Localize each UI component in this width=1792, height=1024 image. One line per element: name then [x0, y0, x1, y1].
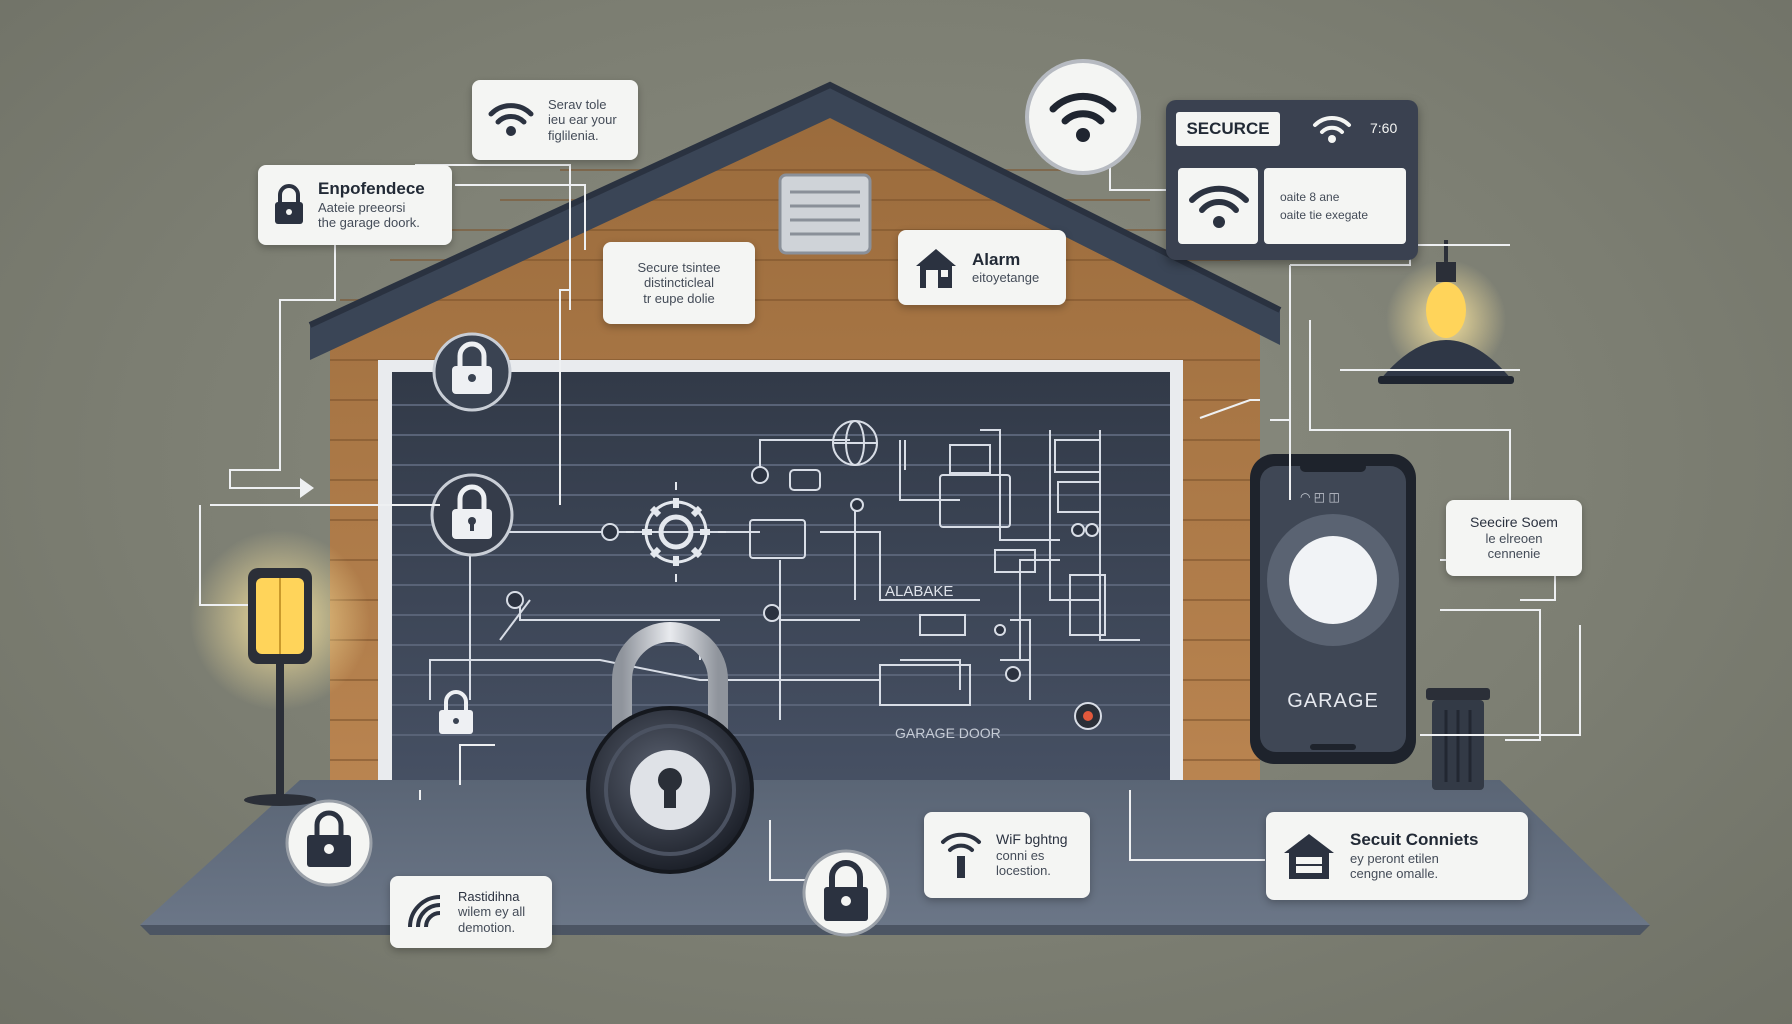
wifi-lighting-card: WiF bghtng conni es locestion.	[924, 812, 1090, 898]
circuit-node	[1071, 523, 1085, 537]
circuit-node	[1085, 523, 1099, 537]
card-text: eitoyetange	[972, 269, 1040, 285]
card-text: le elreoen	[1485, 530, 1543, 546]
card-text: conni es	[996, 847, 1045, 863]
card-title: Secuit Conniets	[1350, 830, 1479, 850]
card-title: WiF bghtng	[996, 831, 1068, 847]
circuit-node	[850, 498, 864, 512]
wifi-icon	[1313, 115, 1351, 143]
card-text: locestion.	[996, 863, 1051, 879]
wifi-tile	[1178, 168, 1258, 244]
circuit-device	[789, 469, 821, 491]
card-text: cengne omalle.	[1350, 866, 1439, 882]
trash-can-icon	[1426, 688, 1490, 790]
card-text: Rastidihna	[458, 888, 520, 904]
circuit-device	[749, 519, 806, 559]
circuit-device	[1057, 481, 1101, 513]
signal-icon	[408, 895, 441, 928]
house-icon	[916, 248, 956, 288]
circuit-node	[1005, 666, 1021, 682]
card-text: wilem ey all	[458, 904, 526, 920]
lamp-icon	[1378, 240, 1514, 384]
card-text: oaite 8 ane	[1280, 190, 1340, 204]
wifi-icon	[941, 832, 981, 878]
wifi-icon	[1025, 59, 1141, 175]
circuit-node	[601, 523, 619, 541]
card-title: Alarm	[972, 249, 1021, 269]
secure-info-tile: oaite 8 ane oaite tie exegate	[1264, 168, 1406, 244]
roof	[310, 85, 1280, 360]
lock-icon	[432, 332, 512, 412]
card-text: Serav tole	[548, 96, 607, 112]
gear-icon	[626, 482, 726, 582]
phone-garage-label: GARAGE	[1287, 690, 1379, 712]
detection-card: Rastidihna wilem ey all demotion.	[390, 876, 552, 948]
card-text: the garage doork.	[318, 215, 420, 231]
roof-vent	[778, 173, 872, 255]
circuit-device	[1054, 439, 1101, 473]
lock-icon	[430, 473, 514, 557]
circuit-node	[751, 466, 769, 484]
circuit-node	[763, 604, 781, 622]
circuit-device	[919, 614, 966, 636]
card-text: ey peront etilen	[1350, 850, 1439, 866]
lock-icon	[439, 690, 473, 734]
door-alarm-label: ALABAKE	[885, 583, 953, 600]
lock-icon	[275, 184, 303, 224]
card-text: Secure tsintee	[637, 259, 721, 275]
circuit-device	[939, 474, 1011, 528]
card-text: oaite tie exegate	[1280, 208, 1369, 222]
circuit-node	[506, 591, 524, 609]
circuit-device	[1069, 574, 1106, 636]
wifi-info-card: Serav tole ieu ear your figlilenia.	[472, 80, 638, 160]
house-icon	[1284, 834, 1334, 879]
card-text: cennenie	[1487, 546, 1541, 562]
circuit-device	[994, 549, 1036, 573]
independence-card: Enpofendece Aateie preeorsi the garage d…	[258, 165, 452, 245]
door-garage-label: GARAGE DOOR	[895, 725, 1001, 741]
wifi-icon	[1189, 185, 1249, 228]
secure-status-panel: SECURCE 7:60 oaite 8 ane oaite tie exega…	[1166, 100, 1418, 260]
card-text: tr eupe dolie	[643, 290, 715, 306]
lock-icon	[285, 799, 373, 887]
secure-time: 7:60	[1370, 120, 1398, 136]
circuit-node	[994, 624, 1006, 636]
lamp-icon	[190, 530, 370, 806]
card-text: demotion.	[458, 919, 516, 935]
card-title: Enpofendece	[318, 179, 425, 199]
secure-room-card: Seecire Soem le elreoen cennenie	[1446, 500, 1582, 576]
secure-label: SECURCE	[1176, 112, 1280, 146]
card-text: distincticleal	[643, 275, 715, 291]
arrow-icon	[300, 478, 314, 498]
wifi-icon	[488, 103, 534, 136]
lock-icon	[802, 849, 890, 937]
phone-status: ◠ ◰ ◫	[1300, 490, 1340, 504]
card-text: ieu ear your	[548, 112, 617, 128]
circuit-device	[879, 664, 971, 706]
secure-garage-card: Secure tsintee distincticleal tr eupe do…	[603, 242, 755, 324]
phone-icon	[1250, 454, 1416, 764]
card-text: Aateie preeorsi	[318, 199, 406, 215]
card-text: figlilenia.	[548, 127, 599, 143]
padlock-icon	[586, 622, 754, 874]
secure-connects-card: Secuit Conniets ey peront etilen cengne …	[1266, 812, 1528, 900]
alarm-card: Alarm eitoyetange	[898, 230, 1066, 305]
circuit-device	[949, 444, 991, 474]
connector-lines	[199, 144, 1581, 911]
card-text: Seecire Soem	[1470, 514, 1558, 530]
